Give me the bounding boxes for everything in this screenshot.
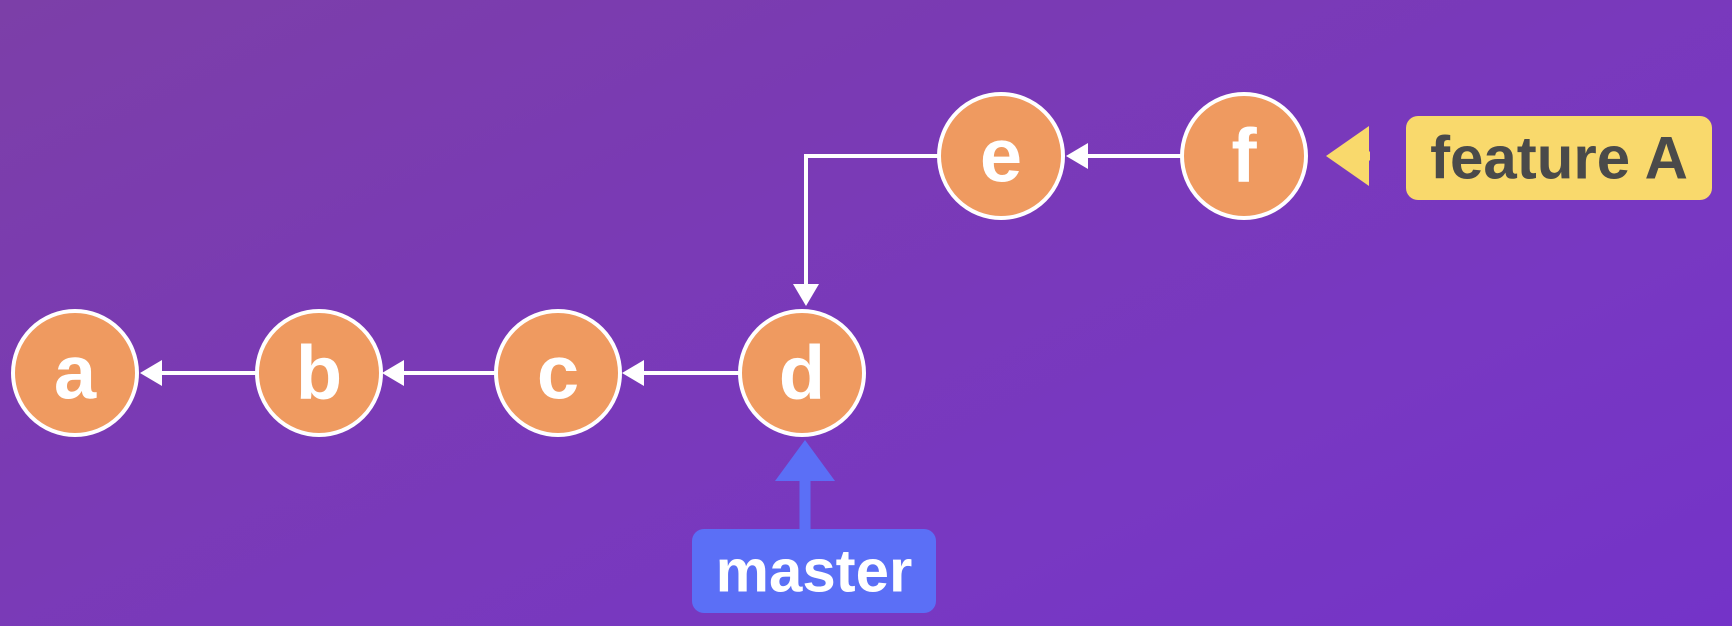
commit-f-circle — [1180, 92, 1308, 220]
arrowhead-d-to-c — [622, 360, 644, 386]
commit-a: a — [11, 309, 139, 437]
master-tag — [692, 529, 936, 613]
edge-e-to-d — [804, 154, 938, 288]
commit-e-circle — [937, 92, 1065, 220]
commit-d-label: d — [779, 331, 825, 416]
commit-c-label: c — [537, 331, 579, 416]
arrowhead-c-to-b — [382, 360, 404, 386]
feature-a-tag — [1406, 116, 1712, 200]
commit-e-label: e — [980, 114, 1022, 199]
commit-e: e — [937, 92, 1065, 220]
feature-pointer-arrowhead — [1326, 126, 1369, 186]
commit-c: c — [494, 309, 622, 437]
arrowhead-b-to-a — [140, 360, 162, 386]
commit-f: f — [1180, 92, 1308, 220]
commit-c-circle — [494, 309, 622, 437]
branch-feature-a: feature A — [1326, 116, 1712, 200]
commit-d: d — [738, 309, 866, 437]
master-label: master — [716, 538, 913, 605]
commit-d-circle — [738, 309, 866, 437]
edges — [140, 143, 1181, 386]
feature-a-label: feature A — [1430, 125, 1688, 192]
branch-master: master — [692, 440, 936, 613]
commit-f-label: f — [1231, 114, 1257, 199]
arrowhead-e-to-d — [793, 284, 819, 306]
commit-b-circle — [255, 309, 383, 437]
arrowhead-f-to-e — [1066, 143, 1088, 169]
commit-b-label: b — [296, 331, 342, 416]
commit-b: b — [255, 309, 383, 437]
commit-a-circle — [11, 309, 139, 437]
commit-a-label: a — [54, 331, 97, 416]
master-pointer-arrowhead — [775, 440, 835, 481]
